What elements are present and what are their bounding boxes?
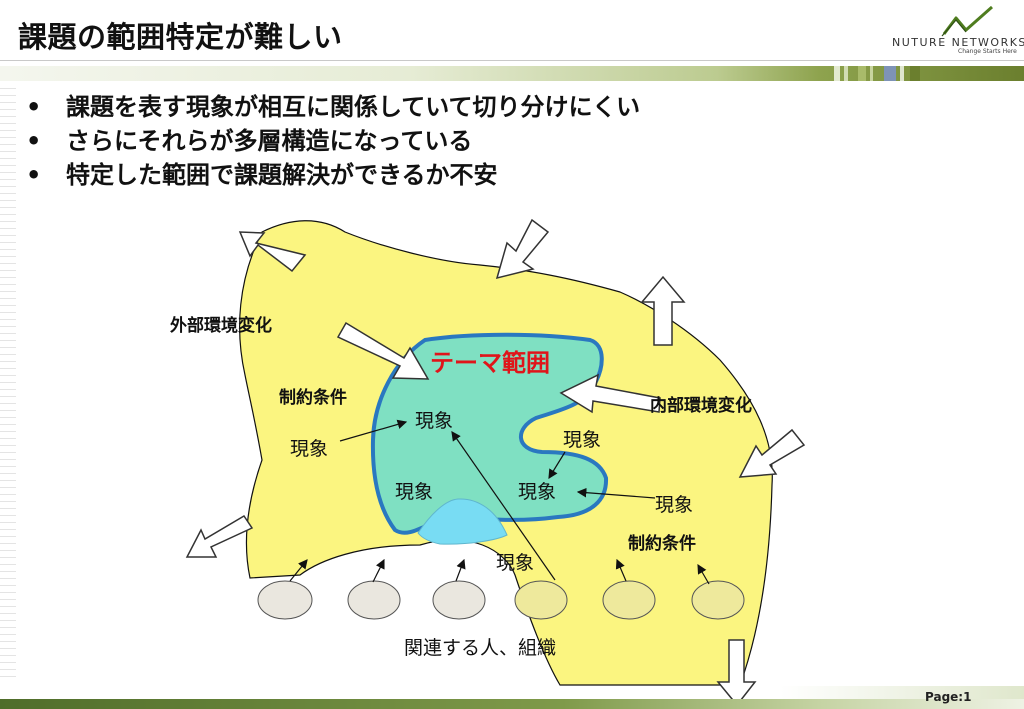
arrow-upward-right (640, 275, 686, 346)
left-ruler-decoration (0, 82, 16, 682)
logo-check-icon (941, 5, 993, 37)
arrow-outward-bottom-left (185, 514, 254, 558)
bullet-item: • さらにそれらが多層構造になっている (26, 124, 640, 158)
relation-arrow (615, 558, 627, 582)
relation-arrow (289, 559, 308, 582)
relation-arrow (548, 451, 566, 480)
relation-arrow (339, 419, 408, 442)
relation-arrow (455, 558, 466, 582)
arrow-external-into-theme (336, 321, 430, 380)
phenomenon-label: 現象 (518, 481, 556, 503)
external-change-label: 外部環境変化 (170, 315, 272, 336)
theme-scope-label: テーマ範囲 (430, 349, 550, 377)
overlap-region (417, 498, 508, 545)
stakeholder-ellipse (602, 580, 656, 620)
arrow-outward-top-left (238, 231, 307, 273)
page-title: 課題の範囲特定が難しい (18, 20, 343, 54)
constraints-label-left: 制約条件 (279, 387, 347, 408)
arrow-inward-right (738, 428, 806, 478)
relation-arrow (372, 558, 385, 583)
phenomenon-label: 現象 (563, 429, 601, 451)
stakeholder-ellipse (514, 580, 568, 620)
bullet-text: 特定した範囲で課題解決ができるか不安 (66, 161, 498, 189)
related-people-label: 関連する人、組織 (404, 637, 556, 659)
arrow-downward-bottom-right (716, 639, 757, 707)
phenomenon-label: 現象 (415, 410, 453, 432)
stakeholder-ellipse (347, 580, 401, 620)
header-band-blocks (834, 66, 920, 81)
bullet-text: 課題を表す現象が相互に関係していて切り分けにくい (66, 93, 641, 121)
relation-arrow (451, 431, 556, 581)
arrow-inward-top (495, 218, 550, 280)
constraints-label-right: 制約条件 (628, 533, 696, 554)
logo-text: NUTURE NETWORKS (892, 36, 1024, 49)
phenomenon-label: 現象 (655, 494, 693, 516)
bullet-marker: • (26, 127, 42, 155)
stakeholder-ellipse (691, 580, 745, 620)
footer-bar (0, 699, 1024, 709)
header-divider (0, 60, 1024, 61)
phenomenon-label: 現象 (496, 552, 534, 574)
stakeholder-ellipse (432, 580, 486, 620)
bullet-text: さらにそれらが多層構造になっている (66, 127, 473, 155)
header-gradient-band (0, 66, 1024, 81)
bullet-marker: • (26, 161, 42, 189)
internal-change-label: 内部環境変化 (650, 395, 752, 416)
phenomenon-label: 現象 (395, 481, 433, 503)
relation-arrow (697, 563, 710, 585)
theme-region (370, 332, 609, 535)
arrow-internal-into-theme (559, 373, 661, 414)
footer-fade (780, 686, 1024, 700)
logo-tagline: Change Starts Here (958, 48, 1017, 55)
phenomenon-label: 現象 (290, 438, 328, 460)
bullet-list: • 課題を表す現象が相互に関係していて切り分けにくい • さらにそれらが多層構造にな… (26, 90, 640, 192)
bullet-marker: • (26, 93, 42, 121)
relation-arrow (576, 487, 656, 499)
stakeholder-ellipse (257, 580, 313, 620)
page-number: Page:1 (925, 690, 972, 704)
bullet-item: • 課題を表す現象が相互に関係していて切り分けにくい (26, 90, 640, 124)
bullet-item: • 特定した範囲で課題解決ができるか不安 (26, 158, 640, 192)
